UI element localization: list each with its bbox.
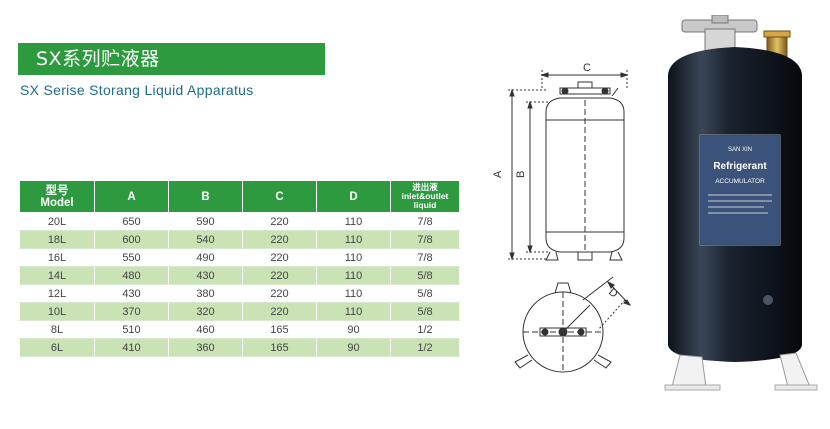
photo-label-line1: Refrigerant xyxy=(713,161,767,172)
dimension-label-a: A xyxy=(492,170,504,178)
product-photo: SAN XIN Refrigerant ACCUMULATOR xyxy=(664,15,818,391)
dimension-label-d: D xyxy=(606,286,620,300)
page-subtitle: SX Serise Storang Liquid Apparatus xyxy=(20,82,254,98)
header-c: C xyxy=(242,180,317,213)
dimension-label-c: C xyxy=(583,62,591,74)
photo-label-brand: SAN XIN xyxy=(728,147,752,153)
tank-top-view xyxy=(514,276,632,373)
photo-label-line2: ACCUMULATOR xyxy=(715,178,765,185)
page-title: SX系列贮液器 xyxy=(36,48,160,70)
title-bar: SX系列贮液器 xyxy=(18,43,325,75)
header-a: A xyxy=(94,180,169,213)
header-b: B xyxy=(168,180,243,213)
header-d: D xyxy=(316,180,391,213)
dimension-label-b: B xyxy=(515,171,527,178)
tank-front-view xyxy=(508,70,629,261)
tank-drawing: C A B D xyxy=(492,62,632,373)
